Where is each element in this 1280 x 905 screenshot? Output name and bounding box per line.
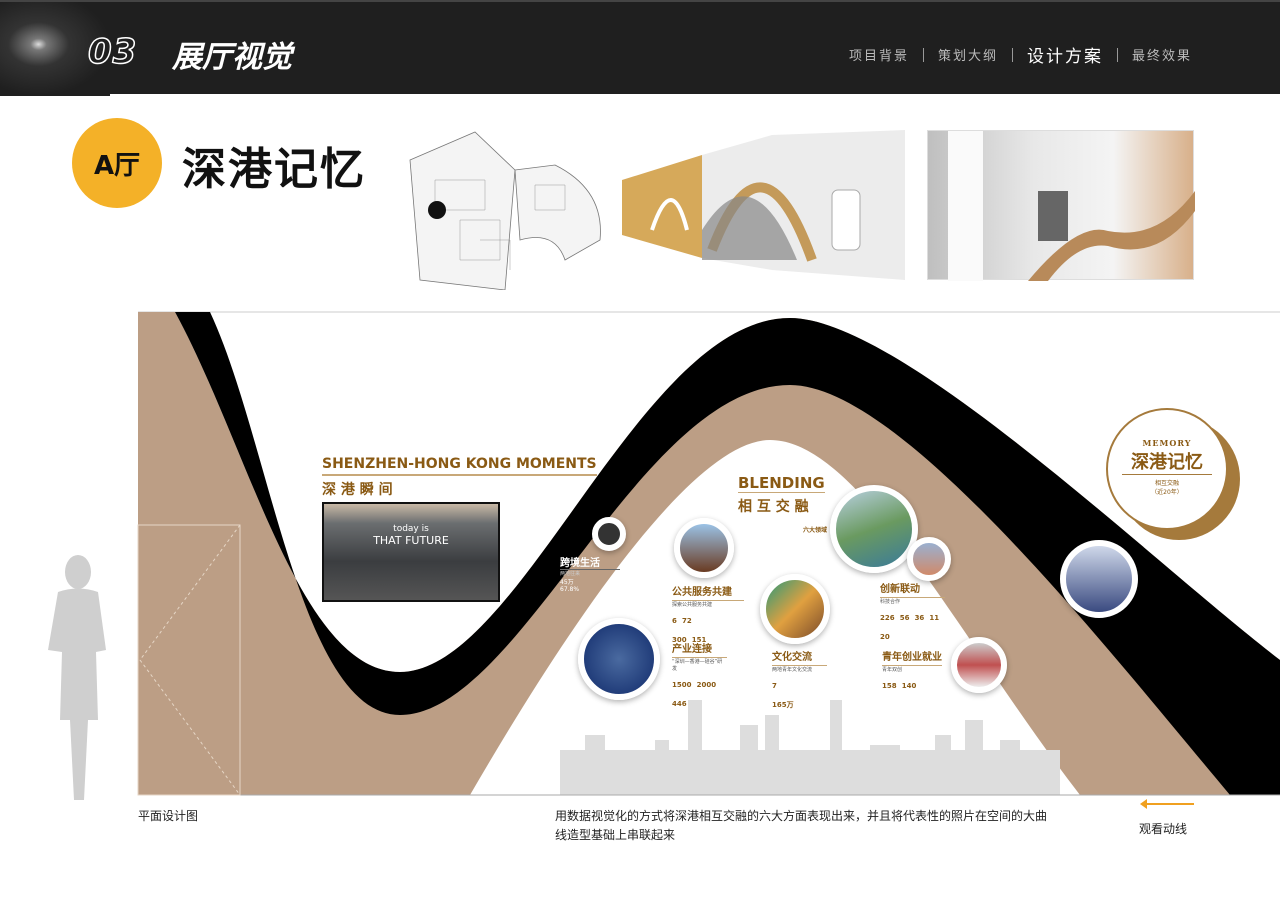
- photo-circle-towers: [578, 618, 660, 700]
- plan-caption: 平面设计图: [138, 809, 199, 823]
- divider: [1011, 47, 1013, 62]
- topic-public-services: 公共服务共建 探索公共服务共建 6 72 300 151: [672, 583, 744, 646]
- wall-rendering-image: [622, 130, 905, 280]
- topic-stat: 56: [899, 614, 910, 622]
- nav-item-outline[interactable]: 策划大纲: [937, 49, 998, 64]
- topic-stat: 72: [681, 617, 692, 625]
- photo-circle-youth: [951, 637, 1007, 693]
- topic-stat: 45万: [560, 579, 574, 586]
- section-number: 03: [87, 31, 138, 73]
- photo-circle-skyline: [1060, 540, 1138, 618]
- description-caption: 用数据视觉化的方式将深港相互交融的六大方面表现出来，并且将代表性的照片在空间的大…: [555, 809, 1048, 842]
- galaxy-image: [0, 2, 110, 96]
- topic-youth-startup: 青年创业就业 青年双创 158 140: [882, 648, 942, 692]
- topic-sub: 两地青年文化交流: [772, 667, 813, 673]
- nav-item-final[interactable]: 最终效果: [1131, 49, 1192, 64]
- topic-sub: 两地往来: [560, 571, 581, 577]
- photo-circle-drone: [907, 537, 951, 581]
- section-nav: 项目背景 策划大纲 设计方案 最终效果: [849, 42, 1192, 67]
- topic-label: 跨境生活: [560, 554, 620, 570]
- hall-title: 深港记忆: [182, 144, 366, 195]
- seal-sub2: （近20年）: [1151, 489, 1183, 496]
- divider: [922, 47, 924, 62]
- topic-sub: 青年双创: [882, 667, 903, 673]
- seal-cn: 深港记忆: [1122, 448, 1212, 475]
- nav-item-design[interactable]: 设计方案: [1026, 47, 1103, 67]
- topic-label: 公共服务共建: [672, 583, 744, 601]
- topic-industry: 产业连接 “深圳—香港—硅谷”研发 1500 2000 446: [672, 640, 727, 710]
- video-line-1: today is: [393, 524, 429, 534]
- seal-sub1: 相互交融: [1154, 480, 1179, 487]
- topic-stat: 151: [691, 636, 707, 644]
- topic-stat: 446: [672, 700, 687, 708]
- section-title: 展厅视觉: [172, 40, 292, 75]
- topic-stat: 226: [880, 614, 895, 622]
- topic-stat: 11: [929, 614, 940, 622]
- topic-sub: 探索公共服务共建: [672, 602, 713, 608]
- topic-sub: “深圳—香港—硅谷”研发: [672, 659, 723, 672]
- memory-seal-logo: MEMORY 深港记忆 相互交融 （近20年）: [1106, 408, 1228, 530]
- flow-arrow-icon: [1140, 799, 1194, 809]
- nav-item-background[interactable]: 项目背景: [848, 49, 909, 64]
- topic-label: 产业连接: [672, 640, 727, 658]
- person-silhouette-icon: [48, 555, 106, 800]
- moments-title-cn: 深 港 瞬 间: [322, 482, 393, 498]
- topic-innovation: 创新联动 科技合作 226 56 36 11 20: [880, 580, 945, 643]
- topic-stat: 36: [914, 614, 925, 622]
- video-screen[interactable]: today is THAT FUTURE: [322, 502, 500, 602]
- topic-stat: 165万: [772, 701, 794, 709]
- city-skyline: [560, 700, 1060, 795]
- door-outline: [137, 524, 241, 796]
- topic-stat: 300: [672, 636, 687, 644]
- moments-title-en: SHENZHEN-HONG KONG MOMENTS: [322, 456, 597, 476]
- photo-circle-border-crossing: [592, 517, 626, 551]
- divider: [1116, 47, 1118, 62]
- hall-photo-image: [927, 130, 1195, 281]
- header-bar: 03 展厅视觉 项目背景 策划大纲 设计方案 最终效果: [0, 0, 1280, 96]
- photo-circle-cityscape: [830, 485, 918, 573]
- topic-stat: 158: [882, 682, 897, 690]
- door-swing: [139, 524, 241, 796]
- hall-badge: A厅: [72, 118, 162, 208]
- topic-label: 创新联动: [880, 580, 945, 598]
- topic-stat: 7: [772, 682, 777, 690]
- topic-stat: 140: [901, 682, 917, 690]
- seal-en: MEMORY: [1142, 438, 1192, 448]
- topic-culture: 文化交流 两地青年文化交流 7 165万: [772, 648, 827, 711]
- video-line-2: THAT FUTURE: [373, 534, 449, 547]
- topic-stat: 2000: [696, 681, 717, 689]
- photo-circle-culture: [760, 574, 830, 644]
- topic-stat: 6: [672, 617, 677, 625]
- blending-title-en: BLENDING: [738, 474, 825, 493]
- flow-caption: 观看动线: [1139, 822, 1188, 836]
- topic-label: 文化交流: [772, 648, 827, 666]
- blending-note: 六大领域: [803, 527, 828, 534]
- topic-stat: 67.8%: [560, 586, 580, 593]
- topic-stat: 20: [880, 633, 890, 641]
- topic-cross-border: 跨境生活 两地往来 45万 67.8%: [560, 554, 620, 593]
- blending-title-cn: 相 互 交 融: [738, 499, 809, 515]
- topic-label: 青年创业就业: [882, 648, 942, 666]
- floor-plan-image: [409, 131, 601, 290]
- topic-sub: 科技合作: [880, 599, 901, 605]
- topic-stat: 1500: [672, 681, 692, 689]
- photo-circle-public-building: [674, 518, 734, 578]
